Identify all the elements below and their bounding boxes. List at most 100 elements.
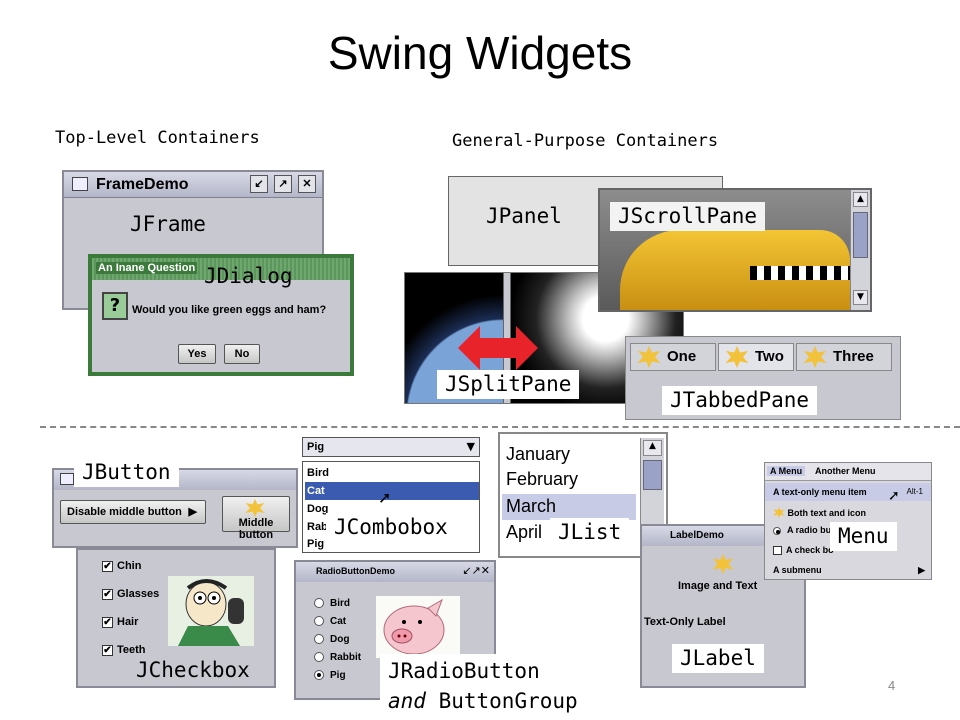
vertical-scrollbar[interactable]: ▲ ▼ xyxy=(850,190,870,310)
window-controls-icon[interactable]: ↙↗✕ xyxy=(462,564,490,577)
combo-option-highlighted[interactable]: Cat xyxy=(305,482,479,500)
menu-item-submenu[interactable]: A submenu ▶ xyxy=(773,565,929,575)
scroll-up-icon[interactable]: ▲ xyxy=(643,440,662,456)
checkbox-chin[interactable]: ✔Chin xyxy=(102,560,141,572)
radio-rabbit[interactable]: Rabbit xyxy=(314,652,361,663)
star-icon xyxy=(637,346,661,368)
combo-selected: Pig xyxy=(307,441,325,453)
cartoon-face-image xyxy=(168,576,254,646)
callout-jcheckbox: JCheckbox xyxy=(136,658,250,682)
menu-item-text-and-icon[interactable]: Both text and icon xyxy=(773,505,866,518)
callout-jframe: JFrame xyxy=(130,212,206,236)
no-button[interactable]: No xyxy=(224,344,260,364)
check-icon: ✔ xyxy=(102,560,113,572)
label-text-only: Text-Only Label xyxy=(644,616,726,628)
star-icon xyxy=(803,346,827,368)
tab-label: Two xyxy=(755,348,784,365)
dialog-titlebar[interactable]: An Inane Question xyxy=(92,258,350,280)
radio-icon xyxy=(314,634,324,645)
menu-item-label: A submenu xyxy=(773,565,822,575)
list-item[interactable]: January xyxy=(506,444,571,464)
callout-jbutton: JButton xyxy=(74,458,179,488)
minimize-icon[interactable]: ↙ xyxy=(250,175,268,193)
callout-jscrollpane: JScrollPane xyxy=(610,202,766,232)
star-icon xyxy=(245,499,265,517)
menu-shortcut: Alt-1 xyxy=(906,487,923,496)
label-demo-titlebar[interactable]: LabelDemo xyxy=(642,526,804,546)
maximize-icon[interactable]: ↗ xyxy=(274,175,292,193)
checkbox-label: Teeth xyxy=(117,644,146,656)
tab-one[interactable]: One xyxy=(630,343,716,371)
check-icon: ✔ xyxy=(102,588,113,600)
radio-dog[interactable]: Dog xyxy=(314,634,349,645)
callout-jpanel: JPanel xyxy=(486,204,562,228)
star-icon xyxy=(712,554,734,574)
menu-item-text-only[interactable]: A text-only menu item Alt-1 xyxy=(765,483,931,501)
scroll-down-icon[interactable]: ▼ xyxy=(853,290,868,305)
callout-jradiobutton-line1: JRadioButton xyxy=(388,659,540,683)
combo-option[interactable]: Bird xyxy=(307,467,329,479)
scroll-thumb[interactable] xyxy=(643,460,662,490)
radio-pig[interactable]: Pig xyxy=(314,670,346,681)
callout-jdialog: JDialog xyxy=(204,264,293,288)
list-item-selected[interactable]: March xyxy=(506,496,557,516)
yes-button[interactable]: Yes xyxy=(178,344,216,364)
window-icon xyxy=(72,177,88,191)
menu-item-label: A check bo xyxy=(786,545,834,555)
section-top-level: Top-Level Containers xyxy=(55,128,260,148)
checkbox-hair[interactable]: ✔Hair xyxy=(102,616,138,628)
slide-title: Swing Widgets xyxy=(327,27,633,79)
radio-demo-title: RadioButtonDemo xyxy=(316,566,395,576)
menu-item-check[interactable]: A check bo xyxy=(773,545,834,556)
dialog-message: Would you like green eggs and ham? xyxy=(132,304,327,316)
disable-middle-button[interactable]: Disable middle button ▶ xyxy=(60,500,206,524)
checkbox-label: Hair xyxy=(117,616,139,628)
combo-option[interactable]: Dog xyxy=(307,503,329,515)
radio-cat[interactable]: Cat xyxy=(314,616,346,627)
callout-jtabbedpane: JTabbedPane xyxy=(662,386,818,416)
combo-option[interactable]: Rab xyxy=(307,521,328,533)
close-icon[interactable]: ✕ xyxy=(298,175,316,193)
mouse-cursor-icon: ➚ xyxy=(378,488,392,507)
menu-item-label: A text-only menu item xyxy=(773,487,867,497)
radio-icon xyxy=(314,616,324,627)
combo-box[interactable]: Pig ▼ xyxy=(302,437,480,457)
middle-button[interactable]: Middle button xyxy=(222,496,290,541)
list-item[interactable]: April xyxy=(506,522,543,542)
middle-button-label: Middle button xyxy=(238,517,274,541)
chevron-down-icon[interactable]: ▼ xyxy=(466,440,475,453)
question-icon: ? xyxy=(102,292,128,320)
tab-two[interactable]: Two xyxy=(718,343,794,371)
menu-another[interactable]: Another Menu xyxy=(815,466,876,476)
tab-three[interactable]: Three xyxy=(796,343,892,371)
section-general-purpose: General-Purpose Containers xyxy=(452,131,719,151)
callout-jradiobutton-line2: ButtonGroup xyxy=(425,689,578,714)
separator-line xyxy=(40,426,960,428)
label-demo-title: LabelDemo xyxy=(670,530,724,541)
mouse-cursor-icon: ➚ xyxy=(888,488,900,504)
scroll-up-icon[interactable]: ▲ xyxy=(853,192,868,207)
checkbox-label: Glasses xyxy=(117,588,160,600)
radio-icon xyxy=(314,598,324,609)
checkbox-demo-window: ✔Chin ✔Glasses ✔Hair ✔Teeth xyxy=(76,548,276,688)
radio-label: Bird xyxy=(330,598,350,609)
radio-label: Cat xyxy=(330,616,347,627)
menu-a[interactable]: A Menu xyxy=(767,466,806,476)
checkbox-icon xyxy=(773,546,782,556)
split-arrow-icon xyxy=(458,326,538,370)
tab-label: One xyxy=(667,348,697,365)
list-box: January February March April ▲ ▼ xyxy=(498,432,668,558)
combo-option[interactable]: Pig xyxy=(307,538,325,550)
radio-label: Rabbit xyxy=(330,652,362,663)
checkbox-glasses[interactable]: ✔ Glasses xyxy=(102,588,159,600)
callout-jlabel: JLabel xyxy=(672,644,764,674)
list-item[interactable]: February xyxy=(506,469,579,489)
frame-demo-titlebar[interactable]: FrameDemo ↙ ↗ ✕ xyxy=(64,172,322,198)
callout-menu: Menu xyxy=(830,522,897,552)
scroll-thumb[interactable] xyxy=(853,212,868,258)
menu-item-radio[interactable]: A radio but xyxy=(773,525,834,535)
star-icon xyxy=(725,346,749,368)
radio-bird[interactable]: Bird xyxy=(314,598,350,609)
checkbox-teeth[interactable]: ✔Teeth xyxy=(102,644,146,656)
radio-demo-titlebar[interactable]: RadioButtonDemo ↙↗✕ xyxy=(296,562,494,582)
